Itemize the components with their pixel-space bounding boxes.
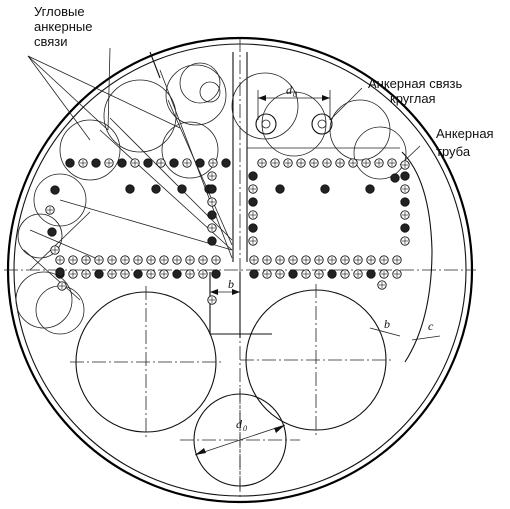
c-dim-line — [411, 335, 441, 341]
svg-text:c: c — [428, 319, 434, 333]
svg-text:круглая: круглая — [390, 91, 436, 106]
anchor-tube — [366, 269, 376, 279]
anchor-tube — [207, 184, 217, 194]
right-boundary-arc — [401, 151, 433, 363]
anchor-tube — [65, 158, 75, 168]
left-furnace — [70, 286, 222, 438]
anchor-tube — [133, 269, 143, 279]
dimension-labels: d 0 d 0 b b c — [228, 83, 434, 433]
label-leaders — [27, 47, 421, 166]
anchor-tube — [177, 184, 187, 194]
svg-text:Угловые: Угловые — [34, 4, 85, 19]
anchor-tube — [117, 158, 127, 168]
svg-text:труба: труба — [436, 144, 471, 159]
anchor-tube — [47, 227, 57, 237]
anchor-tube — [151, 184, 161, 194]
angle-stay-lines — [23, 51, 233, 301]
anchor-tube — [327, 269, 337, 279]
anchor-tube — [320, 184, 330, 194]
svg-text:анкерные: анкерные — [34, 19, 92, 34]
right-furnace — [240, 284, 392, 436]
anchor-tube — [91, 158, 101, 168]
anchor-tube — [400, 223, 410, 233]
anchor-tube — [195, 158, 205, 168]
anchor-tube — [55, 267, 65, 277]
round-anchor-stays — [255, 90, 333, 157]
bottom-circle-d0 — [180, 388, 300, 492]
center-gap — [209, 272, 272, 338]
anchor-tube — [94, 269, 104, 279]
svg-text:d: d — [286, 83, 293, 97]
round-stay-label: Анкерная связь круглая — [368, 76, 462, 106]
svg-text:0: 0 — [293, 90, 297, 99]
anchor-tube — [365, 184, 375, 194]
svg-text:Анкерная связь: Анкерная связь — [368, 76, 462, 91]
anchor-tube — [50, 185, 60, 195]
angle-stays-label: Угловые анкерные связи — [34, 4, 92, 49]
anchor-tube — [248, 197, 258, 207]
anchor-tube — [249, 269, 259, 279]
anchor-tube — [169, 158, 179, 168]
anchor-tube — [288, 269, 298, 279]
anchor-tube — [248, 223, 258, 233]
anchor-tube — [400, 171, 410, 181]
svg-text:d: d — [236, 417, 243, 431]
svg-text:связи: связи — [34, 34, 68, 49]
svg-text:0: 0 — [243, 424, 247, 433]
anchor-tube — [221, 158, 231, 168]
anchor-tube — [248, 171, 258, 181]
stay-tube-label: Анкерная труба — [436, 126, 494, 159]
svg-text:b: b — [384, 317, 390, 331]
b-dim-line — [369, 327, 401, 337]
anchor-tube — [390, 173, 400, 183]
anchor-tube — [125, 184, 135, 194]
anchor-tube — [143, 158, 153, 168]
anchor-tube — [207, 236, 217, 246]
anchor-tube — [207, 210, 217, 220]
anchor-tube — [400, 197, 410, 207]
stay-tube-grid — [45, 158, 410, 305]
anchor-tube — [211, 269, 221, 279]
anchor-tube — [275, 184, 285, 194]
anchor-tube — [172, 269, 182, 279]
svg-text:b: b — [228, 277, 234, 291]
svg-text:Анкерная: Анкерная — [436, 126, 494, 141]
